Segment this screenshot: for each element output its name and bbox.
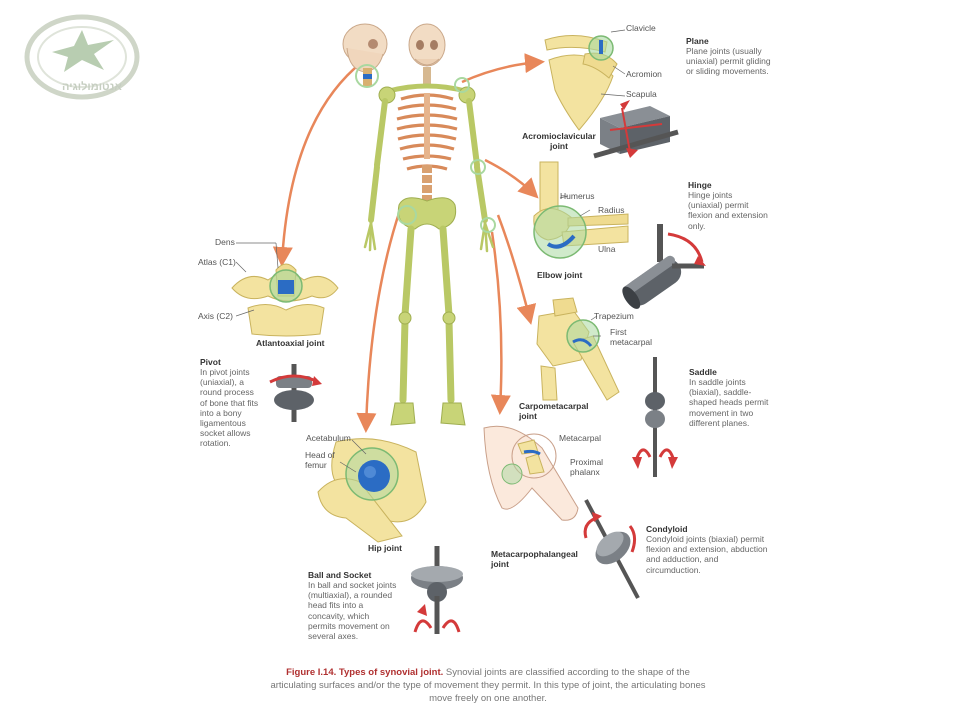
arrow-to-condyloid <box>490 231 511 415</box>
pivot-leader-lines <box>236 242 279 317</box>
figure-text: Synovial joints are classified according… <box>270 667 706 704</box>
arrow-to-hip <box>356 209 402 433</box>
joint-name-acromioclavicular: Acromioclavicular joint <box>522 131 596 151</box>
arrow-to-pivot <box>272 61 363 267</box>
label-scapula: Scapula <box>626 89 657 99</box>
figure-caption: Figure I.14. Types of synovial joint. Sy… <box>268 667 708 705</box>
label-clavicle: Clavicle <box>626 23 656 33</box>
arrow-to-plane <box>461 53 545 84</box>
hinge-joint-model <box>622 224 706 309</box>
saddle-joint-model <box>632 357 678 477</box>
condyloid-joint-model <box>583 499 640 599</box>
atlantoaxial-illustration <box>231 263 339 337</box>
title-hinge: Hinge <box>688 180 712 190</box>
stamp-text: אנטומולוגיה <box>62 80 122 93</box>
elbow-illustration <box>533 161 629 259</box>
label-trapezium: Trapezium <box>594 311 634 321</box>
carpometacarpal-illustration <box>536 297 620 401</box>
label-proximal-phalanx: Proximal phalanx <box>570 457 604 477</box>
label-axis: Axis (C2) <box>198 311 233 321</box>
joint-name-hip: Hip joint <box>368 543 402 553</box>
joint-name-atlantoaxial: Atlantoaxial joint <box>256 338 325 348</box>
museum-stamp: אנטומולוגיה <box>22 12 142 102</box>
label-acetabulum: Acetabulum <box>306 433 351 443</box>
title-pivot: Pivot <box>200 357 221 367</box>
figure-number: Figure I.14. <box>286 667 337 678</box>
joint-name-elbow: Elbow joint <box>537 270 583 280</box>
desc-plane: Plane joints (usually uniaxial) permit g… <box>686 46 771 77</box>
label-acromion: Acromion <box>626 69 662 79</box>
desc-hinge: Hinge joints (uniaxial) permit flexion a… <box>688 190 768 231</box>
title-condyloid: Condyloid <box>646 524 688 534</box>
desc-ball-and-socket: In ball and socket joints (multiaxial), … <box>308 580 397 641</box>
arrow-to-hinge <box>484 158 539 199</box>
desc-pivot: In pivot joints (uniaxial), a round proc… <box>200 367 259 449</box>
hip-illustration <box>317 438 427 543</box>
label-atlas: Atlas (C1) <box>198 257 236 267</box>
skeleton-illustration <box>363 23 496 426</box>
joint-name-metacarpophalangeal: Metacarpophalangeal joint <box>491 549 578 569</box>
title-saddle: Saddle <box>689 367 717 377</box>
label-dens: Dens <box>215 237 235 247</box>
ball-socket-model <box>411 546 463 634</box>
joint-name-carpometacarpal: Carpometacarpal joint <box>519 401 589 421</box>
label-humerus: Humerus <box>560 191 595 201</box>
label-radius: Radius <box>598 205 625 215</box>
figure-title: Types of synovial joint. <box>338 667 444 678</box>
arrow-to-saddle <box>496 214 537 325</box>
label-ulna: Ulna <box>598 244 616 254</box>
desc-condyloid: Condyloid joints (biaxial) permit flexio… <box>646 534 768 575</box>
label-first-metacarpal: First metacarpal <box>610 327 653 347</box>
label-metacarpal: Metacarpal <box>559 433 602 443</box>
pivot-joint-model <box>269 364 322 422</box>
skull-side-illustration <box>342 23 388 88</box>
title-ball-and-socket: Ball and Socket <box>308 570 372 580</box>
label-head-of-femur: Head of femur <box>305 450 335 470</box>
plane-joint-model <box>593 100 679 159</box>
metacarpophalangeal-illustration <box>483 425 579 521</box>
desc-saddle: In saddle joints (biaxial), saddle-shape… <box>689 377 769 428</box>
title-plane: Plane <box>686 36 709 46</box>
acromioclavicular-illustration <box>544 29 626 131</box>
